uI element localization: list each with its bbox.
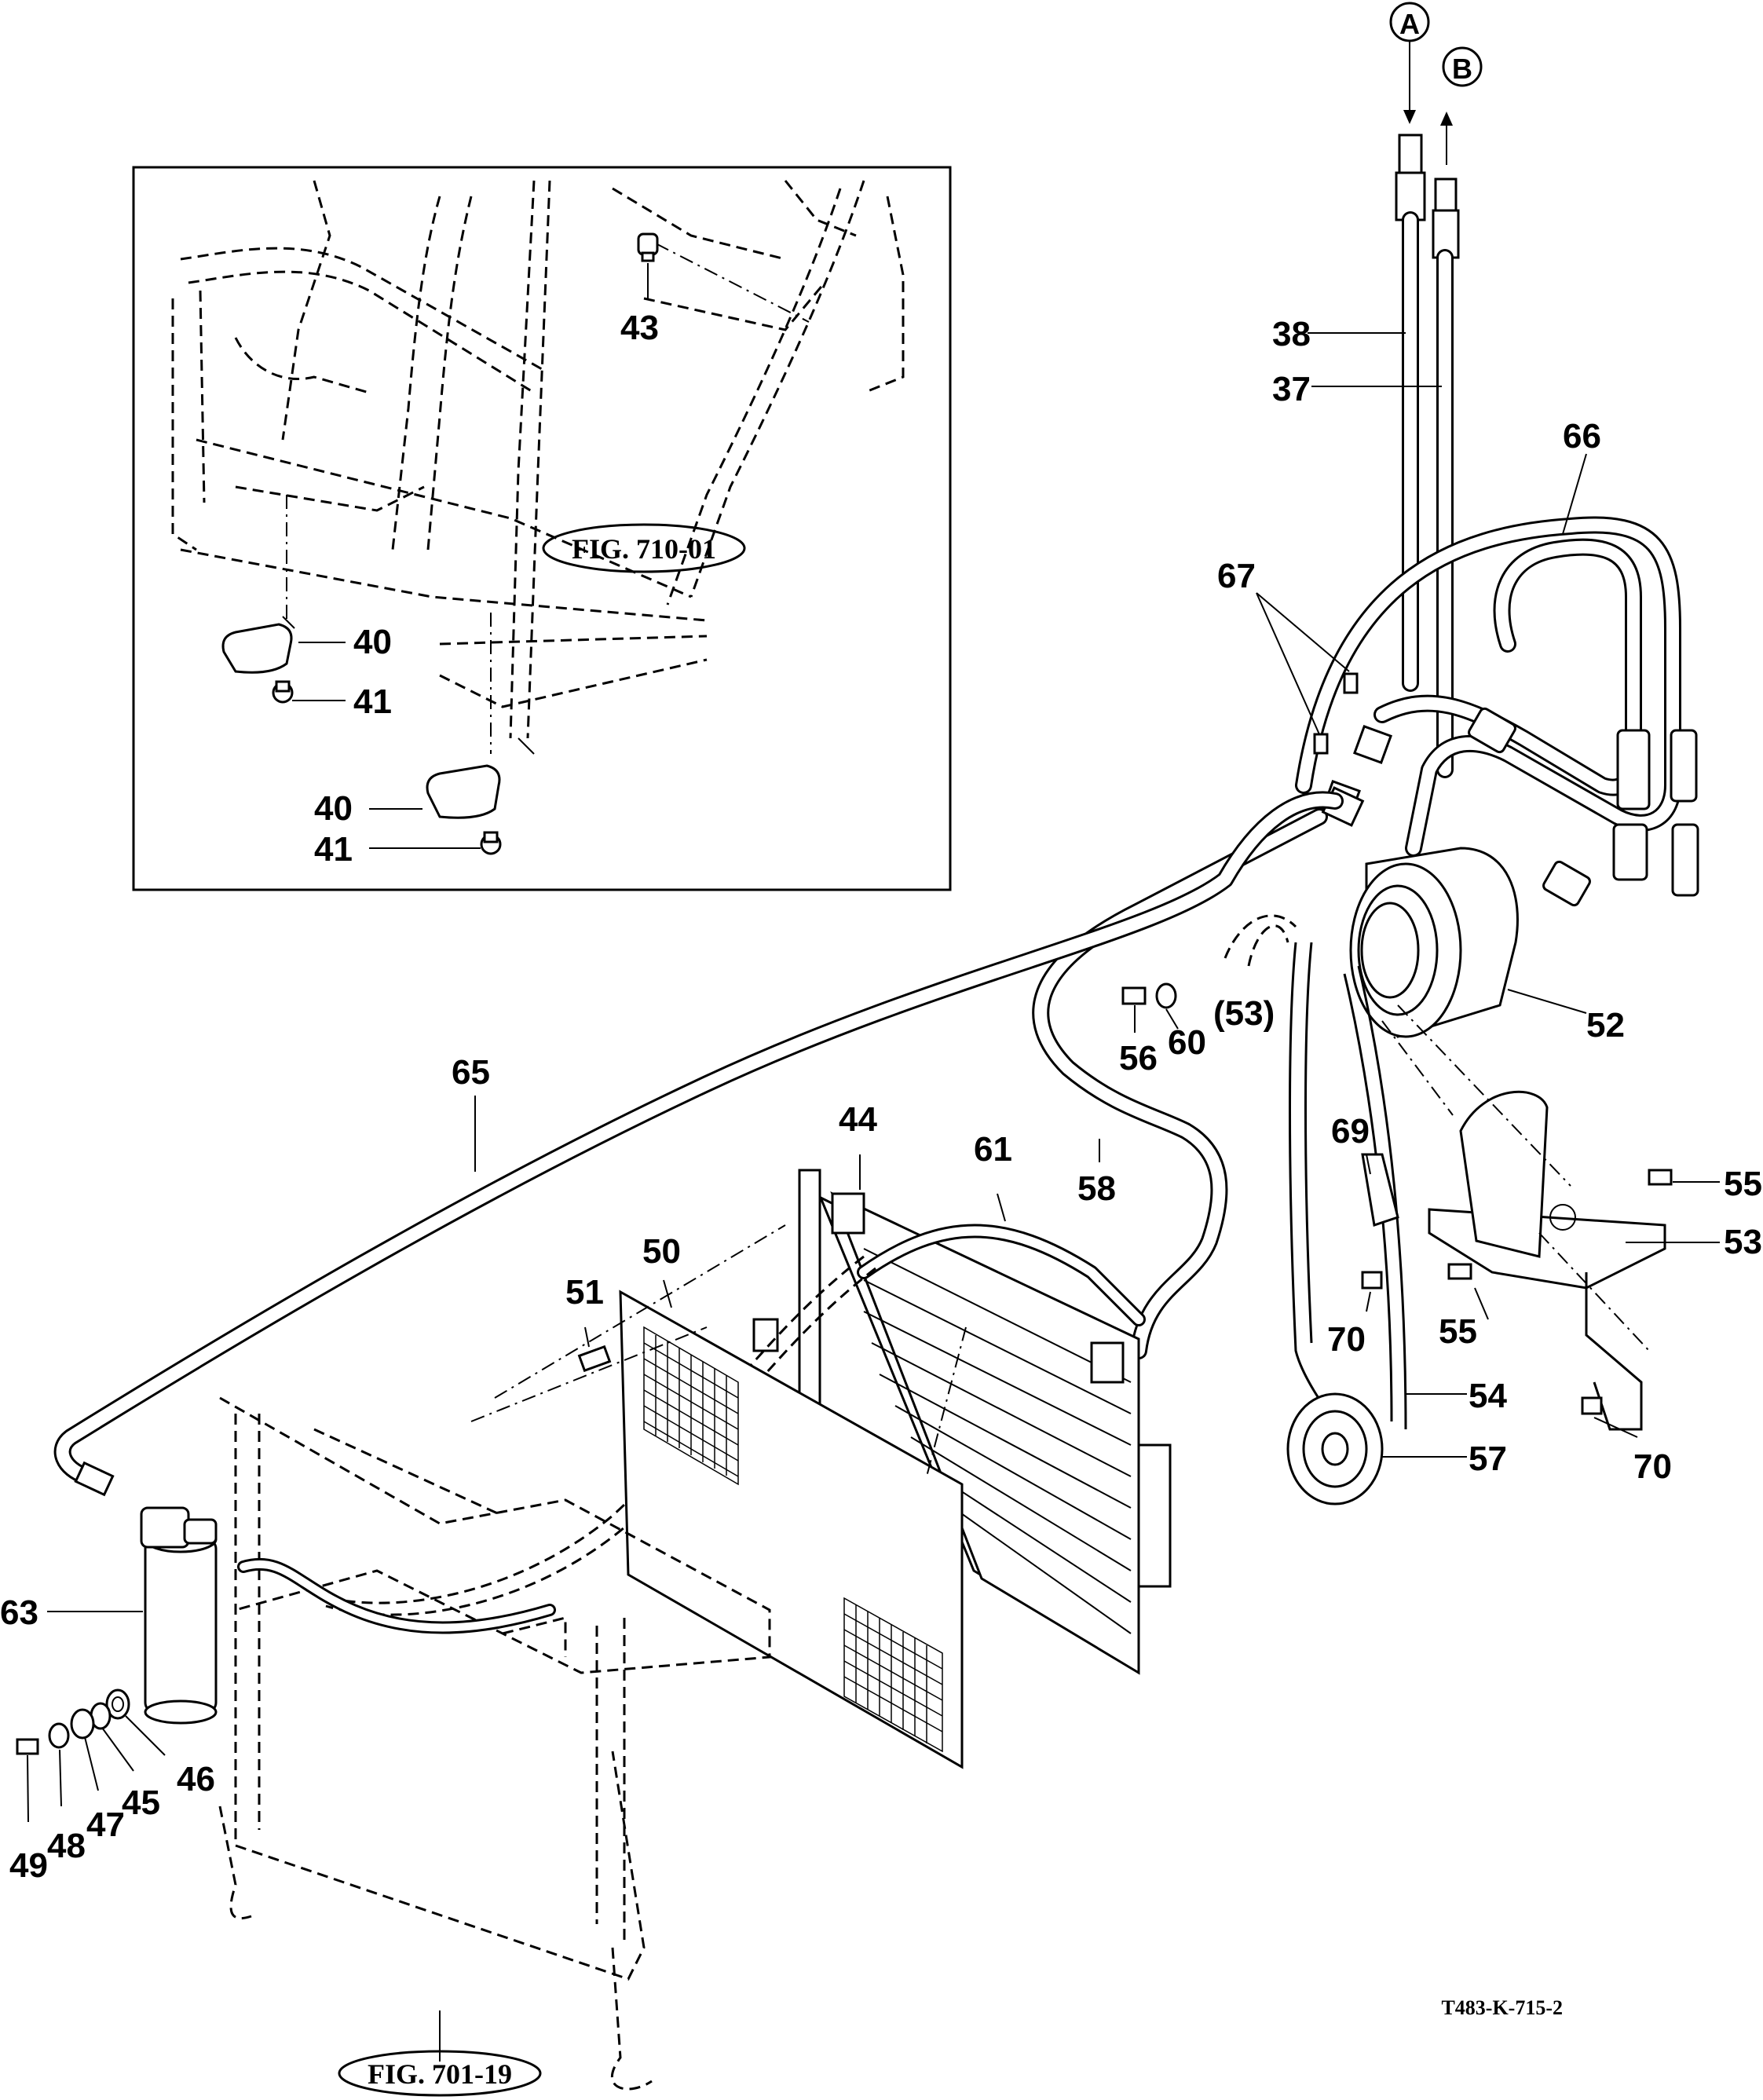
callout-45: 45 [122, 1784, 160, 1822]
hoses-37-38: 38 37 [1272, 134, 1460, 778]
hose-66: 66 [1295, 417, 1699, 907]
inset-callouts: 40 41 40 41 43 [292, 263, 659, 869]
callout-37: 37 [1272, 370, 1311, 408]
callout-49: 49 [9, 1846, 48, 1885]
callout-40-lower: 40 [314, 789, 353, 828]
callout-67: 67 [1217, 557, 1256, 595]
callout-52: 52 [1586, 1006, 1625, 1045]
callout-61: 61 [974, 1130, 1012, 1169]
support-frame: FIG. 701-19 [218, 1224, 967, 2097]
callout-41-lower: 41 [314, 830, 353, 869]
callout-69: 69 [1331, 1112, 1370, 1151]
drawing-code: T483-K-715-2 [1441, 1996, 1563, 2019]
callout-70-left: 70 [1327, 1320, 1366, 1359]
callout-48: 48 [47, 1827, 86, 1865]
callout-63: 63 [0, 1593, 38, 1632]
connector-b-label: B [1452, 53, 1472, 85]
callout-56: 56 [1119, 1039, 1158, 1077]
callout-54: 54 [1469, 1377, 1507, 1415]
callout-57: 57 [1469, 1440, 1507, 1478]
callout-43: 43 [620, 309, 659, 347]
connector-a-label: A [1399, 8, 1420, 40]
figure-ref-710-01: FIG. 710-01 [572, 533, 716, 565]
callout-60: 60 [1168, 1023, 1206, 1062]
callout-58: 58 [1077, 1169, 1116, 1208]
callout-47: 47 [86, 1805, 125, 1844]
callout-55-lower: 55 [1439, 1312, 1477, 1351]
callout-51: 51 [565, 1273, 604, 1312]
callout-38: 38 [1272, 315, 1311, 353]
callout-44: 44 [839, 1100, 877, 1139]
receiver-drier-63: 63 46 45 47 48 49 [0, 1506, 218, 1885]
connector-lines: A B [1389, 2, 1483, 165]
callout-40-upper: 40 [353, 623, 392, 661]
callout-53: 53 [1724, 1223, 1762, 1261]
callout-50: 50 [642, 1232, 681, 1271]
condenser-44: 44 61 [313, 1100, 1172, 1675]
figure-ref-701-19: FIG. 701-19 [368, 2058, 512, 2090]
callout-66: 66 [1563, 417, 1601, 455]
inset-cab-frame: FIG. 710-01 [132, 166, 952, 891]
callout-41-upper: 41 [353, 682, 392, 721]
compressor-assembly: 67 52 53 (53) [1119, 557, 1762, 1505]
hose-58: 58 [1032, 786, 1365, 1359]
callout-55-right: 55 [1724, 1165, 1762, 1203]
callout-70-right: 70 [1633, 1447, 1672, 1486]
callout-53-ref: (53) [1213, 994, 1275, 1033]
screen-50: 50 51 [565, 1232, 964, 1769]
callout-65: 65 [452, 1053, 490, 1092]
hose-65: 65 [53, 791, 1344, 1497]
callout-46: 46 [177, 1760, 215, 1798]
